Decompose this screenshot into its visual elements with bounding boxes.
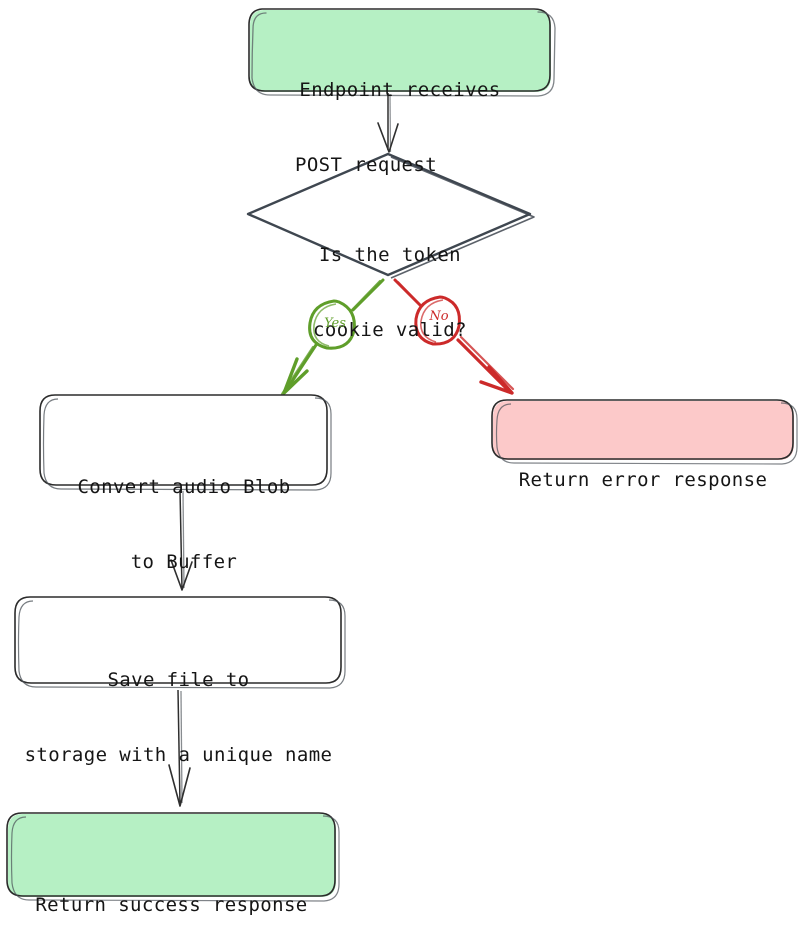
node-start[interactable] xyxy=(248,8,556,97)
node-save-outline-a xyxy=(14,596,342,684)
edge-e5-line-b xyxy=(180,690,183,804)
edge-label-yes-bubble-inner xyxy=(312,303,337,347)
edge-e3-arrowhead xyxy=(479,365,514,395)
node-error-fill xyxy=(493,401,794,460)
node-decision[interactable] xyxy=(246,152,535,279)
node-success-outline-b xyxy=(10,815,340,902)
node-convert-fill xyxy=(41,396,328,486)
node-error-outline-a xyxy=(491,399,794,460)
edge-label-no-bubble xyxy=(414,295,461,346)
node-start-fill xyxy=(250,10,551,92)
edge-e4-line-a xyxy=(179,489,183,590)
node-start-outline-a xyxy=(248,8,551,92)
edge-decision-to-convert-yes xyxy=(280,278,385,396)
edge-e4-arrowhead xyxy=(170,559,193,591)
edge-e1-line-b xyxy=(389,93,392,153)
node-error[interactable] xyxy=(491,399,798,465)
node-save-outline-b xyxy=(17,599,346,689)
node-convert[interactable] xyxy=(39,394,332,491)
node-success-outline-a xyxy=(6,812,336,897)
node-convert-outline-b xyxy=(42,397,332,491)
node-decision-outline-a xyxy=(246,152,532,277)
edge-label-no-bubble-inner xyxy=(419,299,444,343)
edge-e5-line-a xyxy=(177,689,181,806)
flowchart-canvas xyxy=(6,8,798,902)
edge-e1-arrowhead xyxy=(377,122,399,153)
node-save-fill xyxy=(16,598,342,684)
edge-e3-seg-upper-b xyxy=(397,281,424,309)
edge-e2-seg-lower-a xyxy=(283,343,318,394)
edge-e5-arrowhead xyxy=(168,764,191,807)
edge-e2-arrowhead xyxy=(282,357,309,395)
node-decision-fill xyxy=(249,155,531,276)
node-success[interactable] xyxy=(6,812,340,902)
node-start-outline-b xyxy=(251,11,556,97)
edge-e2-seg-upper-b xyxy=(348,279,382,314)
node-success-fill xyxy=(8,814,336,897)
node-convert-outline-a xyxy=(39,394,328,486)
edge-convert-to-save xyxy=(170,489,193,591)
node-decision-outline-b xyxy=(390,156,535,279)
edge-start-to-decision xyxy=(377,93,399,153)
edge-e3-seg-lower-b xyxy=(459,335,515,391)
edge-decision-to-error-no xyxy=(393,278,515,395)
edge-save-to-success xyxy=(168,689,191,807)
node-save[interactable] xyxy=(14,596,346,689)
node-error-outline-b xyxy=(495,402,798,465)
edge-e4-line-b xyxy=(182,490,185,589)
edge-label-yes-bubble xyxy=(308,299,356,350)
